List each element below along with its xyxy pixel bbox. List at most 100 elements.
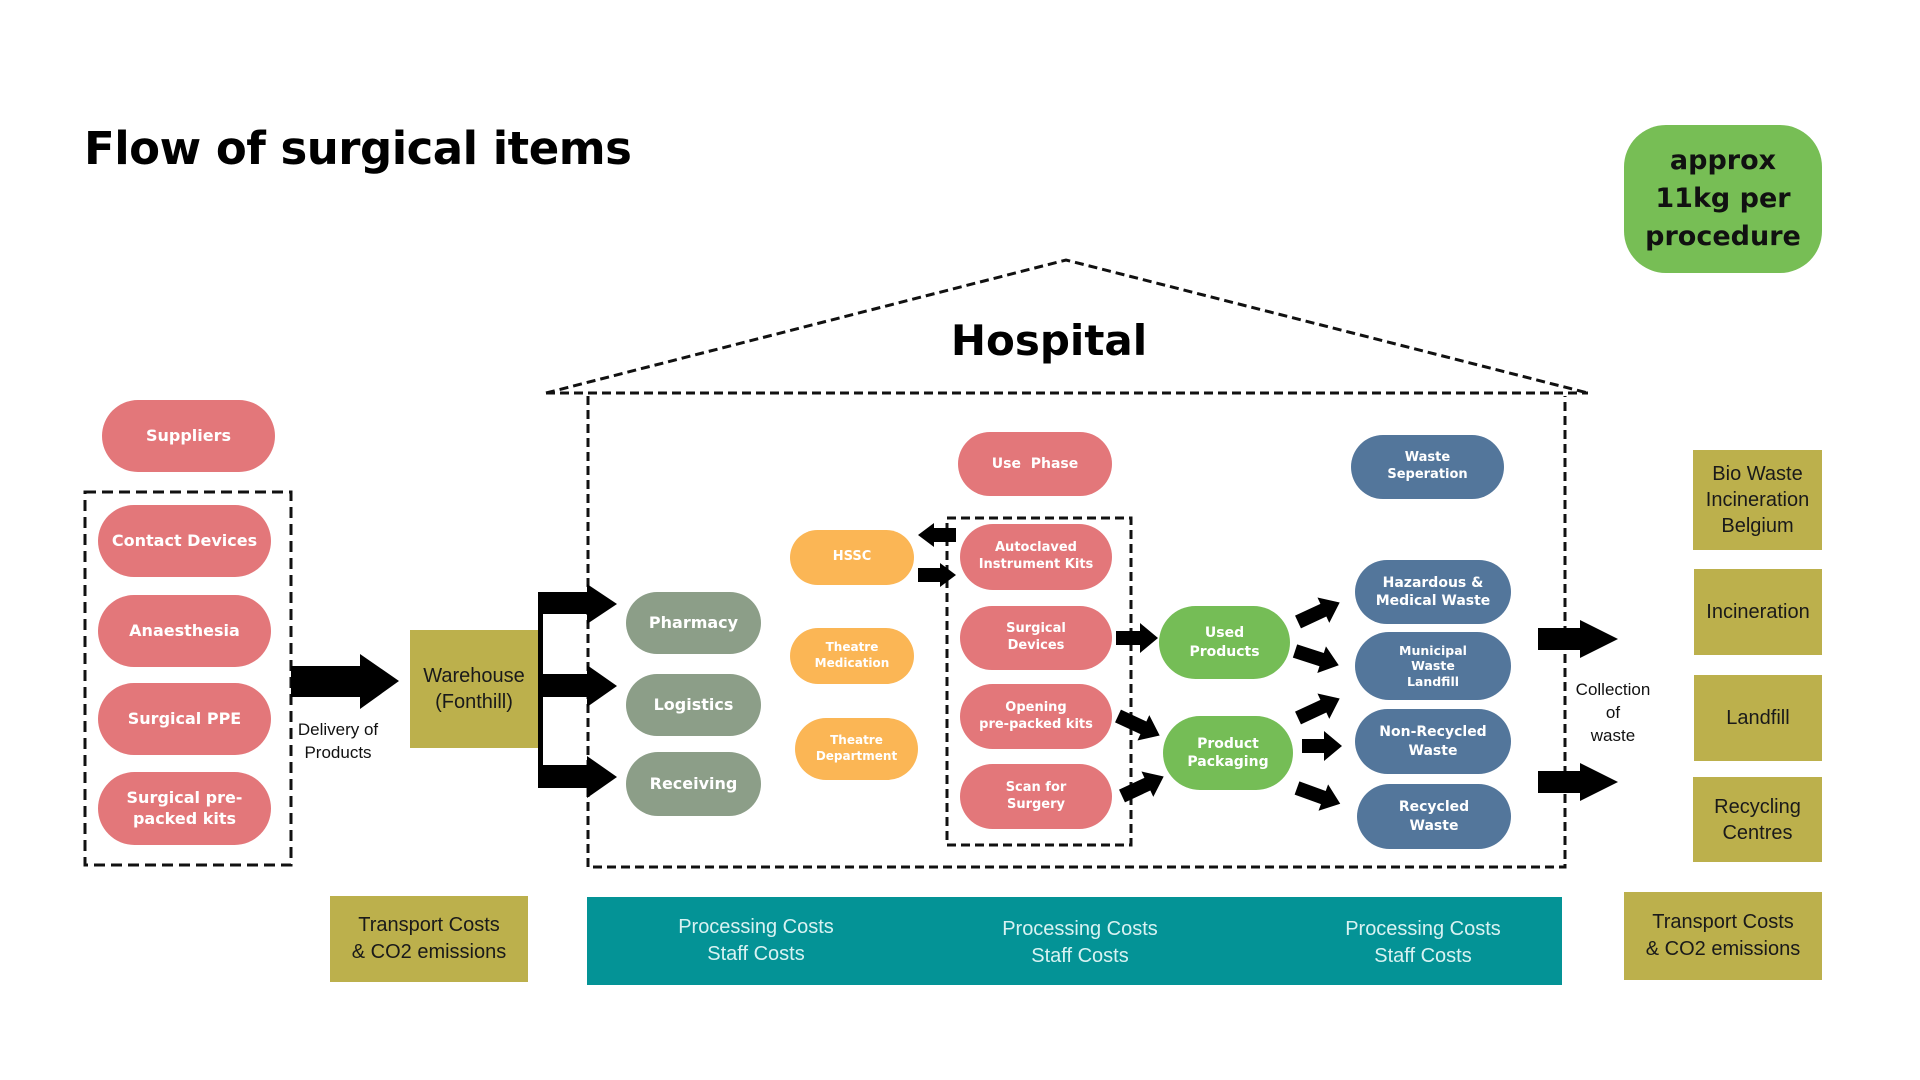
waste-line: Non-Recycled	[1379, 724, 1487, 741]
destination-line: Recycling	[1714, 795, 1801, 818]
use-phase-line: Instrument Kits	[978, 557, 1094, 572]
use-phase-header: Use Phase	[958, 432, 1112, 496]
arrow-used-to-hazardous	[1295, 597, 1340, 629]
destination-landfill: Landfill	[1694, 675, 1822, 761]
collection-arrow-upper	[1538, 620, 1618, 658]
arrow-packaging-to-recycled	[1294, 781, 1341, 811]
cost-line: Processing Costs	[678, 916, 834, 938]
waste-line: Municipal	[1399, 642, 1467, 658]
output-line: Packaging	[1187, 754, 1269, 770]
use-phase-line: Devices	[1007, 638, 1065, 653]
waste-header-line: Waste	[1404, 450, 1451, 466]
warehouse-box: Warehouse (Fonthill)	[410, 630, 538, 748]
supplier-item-prepacked-kits: Surgical pre-packed kits	[98, 772, 271, 845]
arrow-to-pharmacy	[540, 584, 617, 624]
waste-non-recycled: Non-Recycled Waste	[1355, 709, 1511, 774]
delivery-arrow	[291, 654, 399, 709]
collection-label: Collection of waste	[1568, 678, 1658, 747]
use-phase-line: Opening	[1005, 699, 1067, 715]
destination-line: Bio Waste	[1712, 463, 1803, 485]
page-title: Flow of surgical items	[84, 122, 632, 175]
intake-receiving: Receiving	[626, 752, 761, 816]
intake-logistics: Logistics	[626, 674, 761, 736]
output-line: Used	[1204, 625, 1245, 642]
waste-line: Waste	[1408, 742, 1458, 759]
collection-line: Collection	[1575, 680, 1651, 699]
badge-line: 11kg per	[1655, 183, 1791, 214]
use-phase-line: Surgery	[1006, 796, 1066, 812]
cost-line: Transport Costs	[1652, 911, 1794, 933]
destination-line: Belgium	[1721, 515, 1794, 537]
processing-costs-waste: Processing Costs Staff Costs	[1303, 916, 1543, 970]
arrow-devices-to-used	[1116, 623, 1158, 653]
support-line: Theatre	[825, 640, 879, 655]
processing-costs-use: Processing Costs Staff Costs	[960, 916, 1200, 970]
destination-line: Incineration	[1706, 601, 1810, 623]
collection-line: waste	[1590, 726, 1636, 745]
support-theatre-department: Theatre Department	[795, 718, 918, 780]
output-used-products: Used Products	[1159, 606, 1290, 679]
transport-costs-outbound: Transport Costs & CO2 emissions	[1624, 892, 1822, 980]
waste-municipal-landfill: Municipal Waste Landfill	[1355, 632, 1511, 700]
output-product-packaging: Product Packaging	[1163, 716, 1293, 790]
arrow-scan-to-packaging	[1119, 771, 1164, 803]
warehouse-line: Warehouse	[423, 665, 525, 687]
waste-line: Medical Waste	[1375, 593, 1491, 609]
cost-line: Staff Costs	[1374, 945, 1472, 967]
suppliers-header: Suppliers	[102, 400, 275, 472]
use-phase-line: Scan for	[1005, 779, 1067, 795]
destination-incineration: Incineration	[1694, 569, 1822, 655]
arrow-to-receiving	[540, 756, 617, 798]
badge-line: approx	[1669, 145, 1777, 176]
arrow-used-to-municipal	[1292, 644, 1339, 673]
use-phase-opening-kits: Opening pre-packed kits	[960, 684, 1112, 749]
support-line: HSSC	[832, 549, 872, 565]
waste-separation-header: Waste Seperation	[1351, 435, 1504, 499]
output-line: Product	[1197, 735, 1259, 752]
use-phase-scan-for-surgery: Scan for Surgery	[960, 764, 1112, 829]
arrow-to-logistics	[540, 665, 617, 707]
arrow-from-hssc	[918, 563, 956, 587]
cost-line: Staff Costs	[707, 943, 805, 965]
hospital-title: Hospital	[950, 316, 1148, 365]
use-phase-line: Autoclaved	[995, 540, 1077, 556]
use-phase-line: pre-packed kits	[979, 716, 1093, 732]
cost-line: Processing Costs	[1345, 918, 1501, 940]
support-line: Medication	[814, 656, 890, 670]
waste-recycled: Recycled Waste	[1357, 784, 1511, 849]
cost-line: Transport Costs	[358, 914, 500, 936]
support-theatre-medication: Theatre Medication	[790, 628, 914, 684]
arrow-opening-to-packaging	[1115, 709, 1160, 741]
arrow-packaging-to-municipal	[1295, 693, 1340, 725]
support-line: Department	[815, 749, 898, 763]
delivery-label-line: Products	[304, 743, 372, 762]
cost-line: & CO2 emissions	[351, 941, 507, 963]
cost-line: & CO2 emissions	[1645, 938, 1801, 960]
support-line: Theatre	[830, 733, 883, 748]
delivery-label: Delivery of Products	[288, 718, 388, 764]
waste-hazardous-medical: Hazardous & Medical Waste	[1355, 560, 1511, 624]
waste-line: Waste	[1409, 817, 1459, 834]
output-line: Products	[1189, 643, 1260, 660]
waste-line: Recycled	[1398, 799, 1470, 816]
cost-line: Staff Costs	[1031, 945, 1129, 967]
use-phase-autoclaved-kits: Autoclaved Instrument Kits	[960, 524, 1112, 590]
processing-costs-bar: Processing Costs Staff Costs Processing …	[587, 897, 1562, 985]
processing-costs-intake: Processing Costs Staff Costs	[636, 914, 876, 968]
support-hssc: HSSC	[790, 530, 914, 585]
waste-line: Waste	[1411, 658, 1455, 674]
destination-line: Incineration	[1705, 489, 1810, 511]
destination-line: Landfill	[1726, 707, 1790, 729]
supplier-item-anaesthesia: Anaesthesia	[98, 595, 271, 667]
arrow-to-hssc	[918, 523, 956, 547]
supplier-item-contact-devices: Contact Devices	[98, 505, 271, 577]
delivery-label-line: Delivery of	[297, 720, 379, 739]
waste-line: Landfill	[1406, 673, 1460, 689]
waste-line: Hazardous &	[1382, 574, 1484, 591]
intake-pharmacy: Pharmacy	[626, 592, 761, 654]
destination-line: Centres	[1722, 821, 1793, 844]
transport-costs-inbound: Transport Costs & CO2 emissions	[330, 896, 528, 982]
collection-line: of	[1605, 703, 1621, 722]
badge-line: procedure	[1645, 221, 1801, 252]
supplier-item-surgical-ppe: Surgical PPE	[98, 683, 271, 755]
